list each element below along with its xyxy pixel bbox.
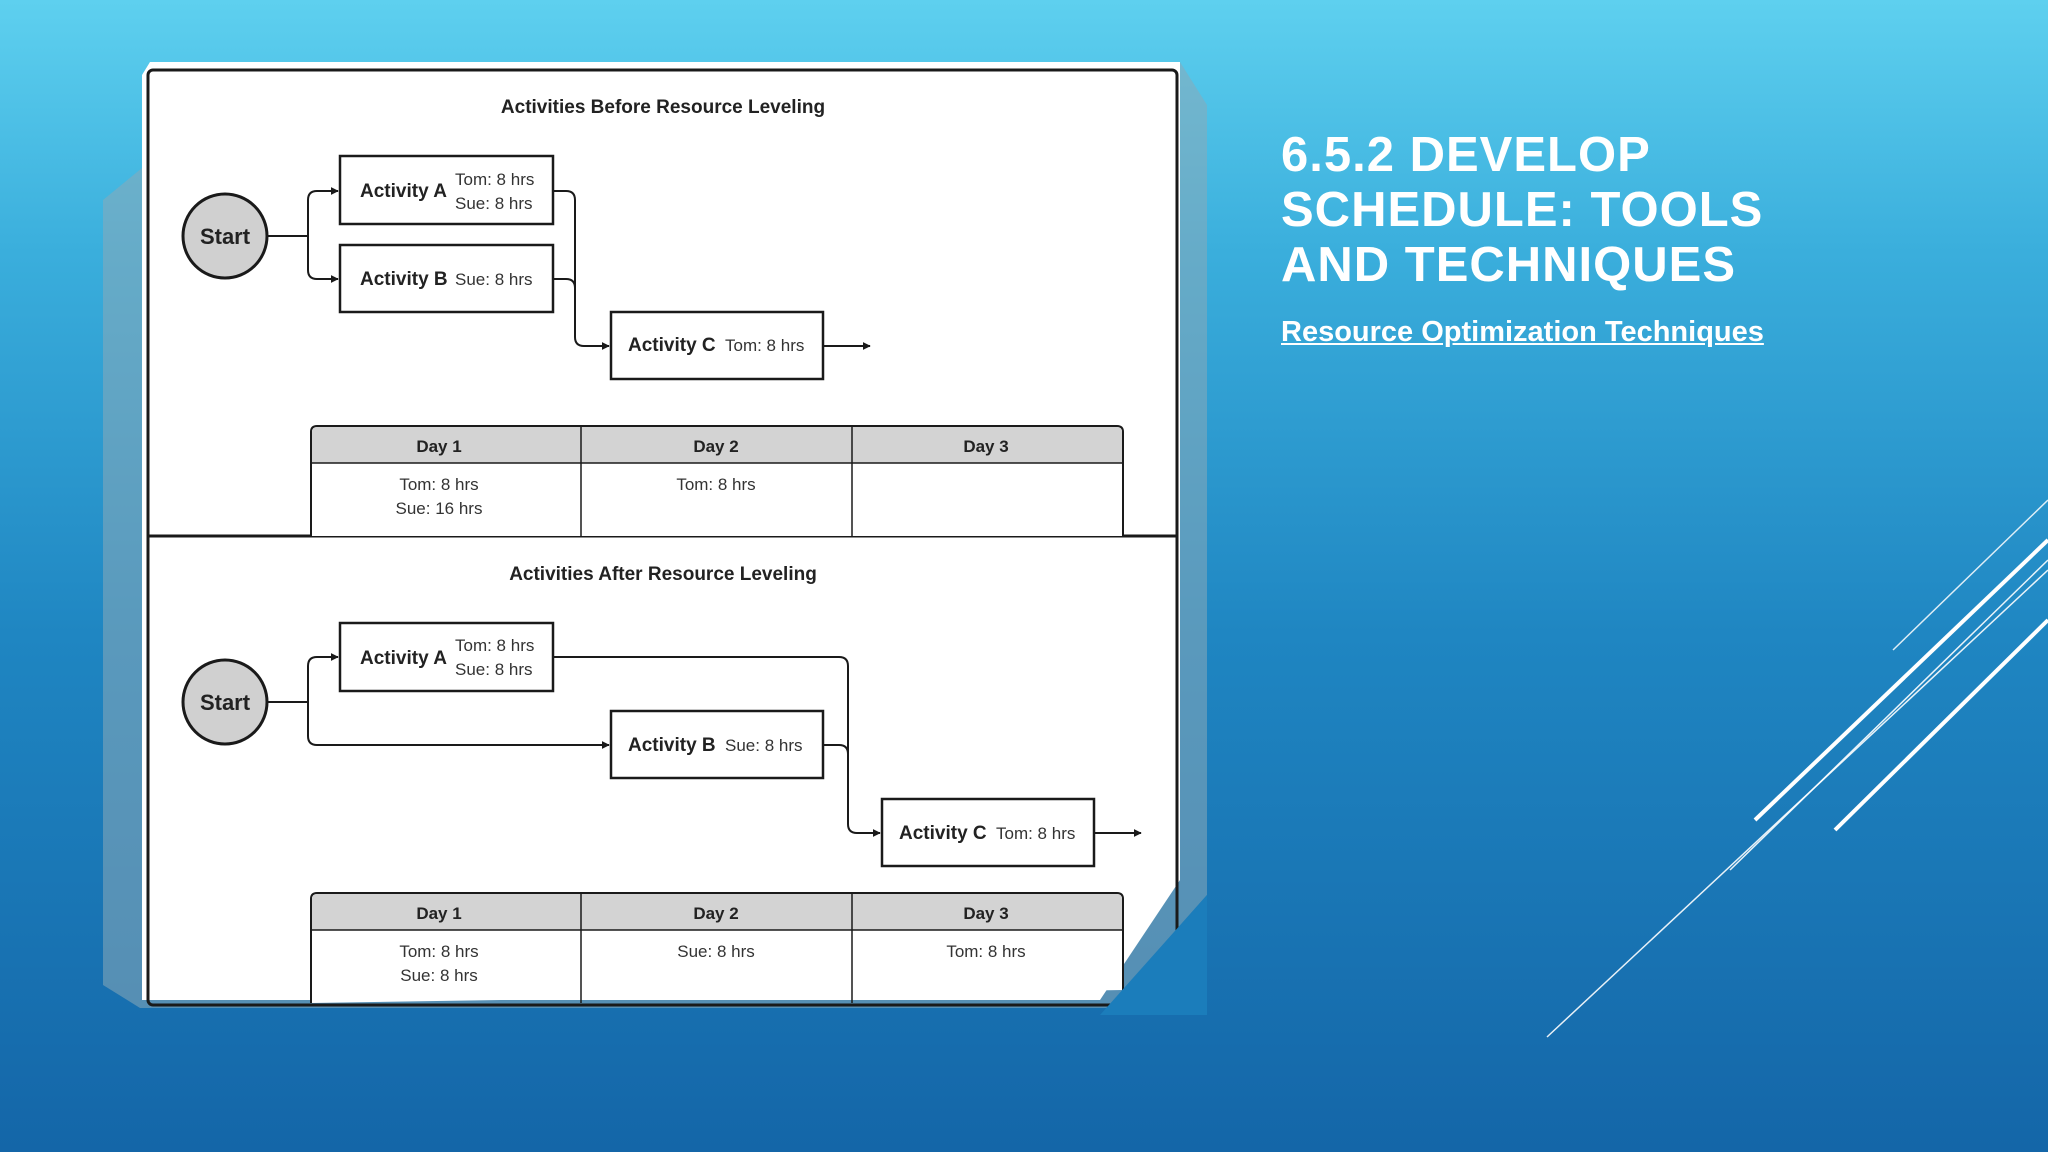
connector-start-a [267, 653, 339, 703]
activity-resource: Sue: 8 hrs [455, 660, 533, 679]
activity-resource: Tom: 8 hrs [996, 824, 1075, 843]
activity-resource: Tom: 8 hrs [455, 636, 534, 655]
slide-title: 6.5.2 Develop Schedule: Tools and Techni… [1281, 128, 1981, 293]
start-label: Start [200, 690, 251, 715]
activity-b-box: Activity B Sue: 8 hrs [609, 709, 825, 780]
panel-before: Activities Before Resource Leveling Star… [181, 97, 1124, 536]
table-header: Day 3 [963, 437, 1008, 456]
activity-resource: Tom: 8 hrs [725, 336, 804, 355]
table-cell: Sue: 8 hrs [400, 966, 478, 985]
activity-c-box: Activity C Tom: 8 hrs [609, 310, 825, 381]
table-header: Day 2 [693, 437, 738, 456]
table-header: Day 2 [693, 904, 738, 923]
table-header: Day 3 [963, 904, 1008, 923]
figure-corner-cut [1100, 895, 1207, 1015]
connector-b-c [823, 744, 849, 755]
connector-start-b [307, 702, 610, 749]
activity-resource: Sue: 8 hrs [455, 270, 533, 289]
slide-title-line: 6.5.2 Develop [1281, 128, 1651, 182]
connector-a-c [553, 190, 610, 350]
table-header: Day 1 [416, 437, 461, 456]
activity-name: Activity B [360, 269, 448, 290]
activity-b-box: Activity B Sue: 8 hrs [338, 243, 555, 314]
activity-resource: Sue: 8 hrs [455, 194, 533, 213]
activity-name: Activity A [360, 648, 447, 669]
connector-start-a [267, 187, 339, 237]
table-cell: Sue: 8 hrs [677, 942, 755, 961]
table-cell: Tom: 8 hrs [399, 475, 478, 494]
activity-a-box: Activity A Tom: 8 hrs Sue: 8 hrs [338, 621, 555, 693]
activity-c-box: Activity C Tom: 8 hrs [880, 797, 1096, 868]
start-label: Start [200, 224, 251, 249]
activity-name: Activity B [628, 735, 716, 756]
day-table: Day 1 Day 2 Day 3 Tom: 8 hrs Sue: 16 hrs… [310, 425, 1124, 536]
table-cell: Tom: 8 hrs [399, 942, 478, 961]
resource-optimization-link[interactable]: Resource Optimization Techniques [1281, 316, 1764, 348]
panel-title: Activities Before Resource Leveling [501, 97, 825, 118]
activity-resource: Sue: 8 hrs [725, 736, 803, 755]
activity-name: Activity A [360, 181, 447, 202]
activity-name: Activity C [628, 335, 716, 356]
connector-a-c [553, 656, 881, 837]
connector-start-b [307, 236, 339, 283]
connector-b-c [553, 278, 576, 289]
activity-a-box: Activity A Tom: 8 hrs Sue: 8 hrs [338, 154, 555, 226]
panel-after: Activities After Resource Leveling Start… [181, 564, 1142, 1003]
table-cell: Tom: 8 hrs [676, 475, 755, 494]
activity-resource: Tom: 8 hrs [455, 170, 534, 189]
day-table: Day 1 Day 2 Day 3 Tom: 8 hrs Sue: 8 hrs … [310, 892, 1124, 1003]
activity-name: Activity C [899, 823, 987, 844]
table-cell: Sue: 16 hrs [396, 499, 483, 518]
table-cell: Tom: 8 hrs [946, 942, 1025, 961]
slide-title-line: and Techniques [1281, 238, 1737, 292]
table-header: Day 1 [416, 904, 461, 923]
panel-title: Activities After Resource Leveling [509, 564, 817, 585]
slide-title-line: Schedule: Tools [1281, 183, 1764, 237]
